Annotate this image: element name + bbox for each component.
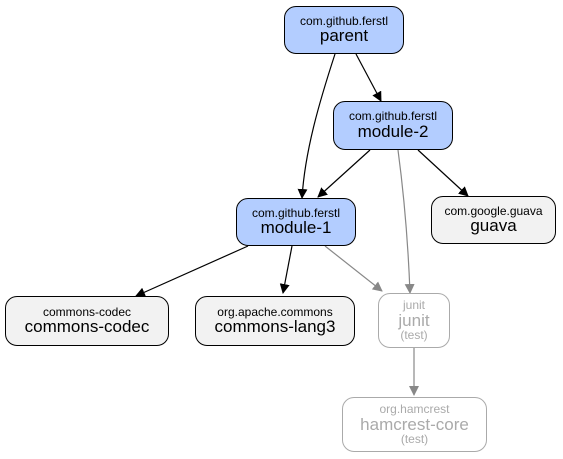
node-hamcrest-core-artifact: hamcrest-core xyxy=(360,414,469,434)
node-guava: com.google.guava guava xyxy=(431,196,556,244)
edge-module-2-to-junit xyxy=(397,149,415,294)
node-junit-scope: (test) xyxy=(400,328,428,343)
node-commons-lang3-group: org.apache.commons xyxy=(217,304,333,319)
node-parent: com.github.ferstl parent xyxy=(284,6,404,54)
node-module-2: com.github.ferstl module-2 xyxy=(333,101,453,150)
node-commons-lang3-artifact: commons-lang3 xyxy=(214,317,336,337)
edge-parent-to-module-1 xyxy=(297,53,336,199)
node-parent-artifact: parent xyxy=(319,26,369,46)
node-module-1: com.github.ferstl module-1 xyxy=(236,198,356,246)
node-junit: junit junit (test) xyxy=(378,293,450,348)
node-hamcrest-core-scope: (test) xyxy=(400,432,429,447)
edge-module-1-to-junit xyxy=(324,245,383,292)
node-module-2-artifact: module-2 xyxy=(357,121,429,141)
node-module-2-group: com.github.ferstl xyxy=(348,109,438,124)
edge-parent-to-module-2 xyxy=(355,53,382,102)
edge-module-1-to-commons-codec xyxy=(135,245,249,297)
node-guava-artifact: guava xyxy=(470,216,517,236)
edge-module-2-to-module-1 xyxy=(317,149,371,198)
node-module-1-group: com.github.ferstl xyxy=(251,205,341,220)
node-commons-codec-group: commons-codec xyxy=(42,304,132,319)
node-commons-codec-artifact: commons-codec xyxy=(24,317,150,337)
node-guava-group: com.google.guava xyxy=(444,203,543,218)
node-commons-codec: commons-codec commons-codec xyxy=(5,296,169,346)
node-hamcrest-core-group: org.hamcrest xyxy=(379,401,450,416)
node-junit-group: junit xyxy=(402,297,425,312)
node-junit-artifact: junit xyxy=(398,310,430,330)
node-parent-group: com.github.ferstl xyxy=(299,13,389,28)
edge-module-1-to-commons-lang3 xyxy=(279,245,293,294)
node-module-1-artifact: module-1 xyxy=(260,218,332,238)
node-hamcrest-core: org.hamcrest hamcrest-core (test) xyxy=(342,397,487,452)
node-commons-lang3: org.apache.commons commons-lang3 xyxy=(195,296,355,346)
edge-module-2-to-guava xyxy=(417,149,469,197)
